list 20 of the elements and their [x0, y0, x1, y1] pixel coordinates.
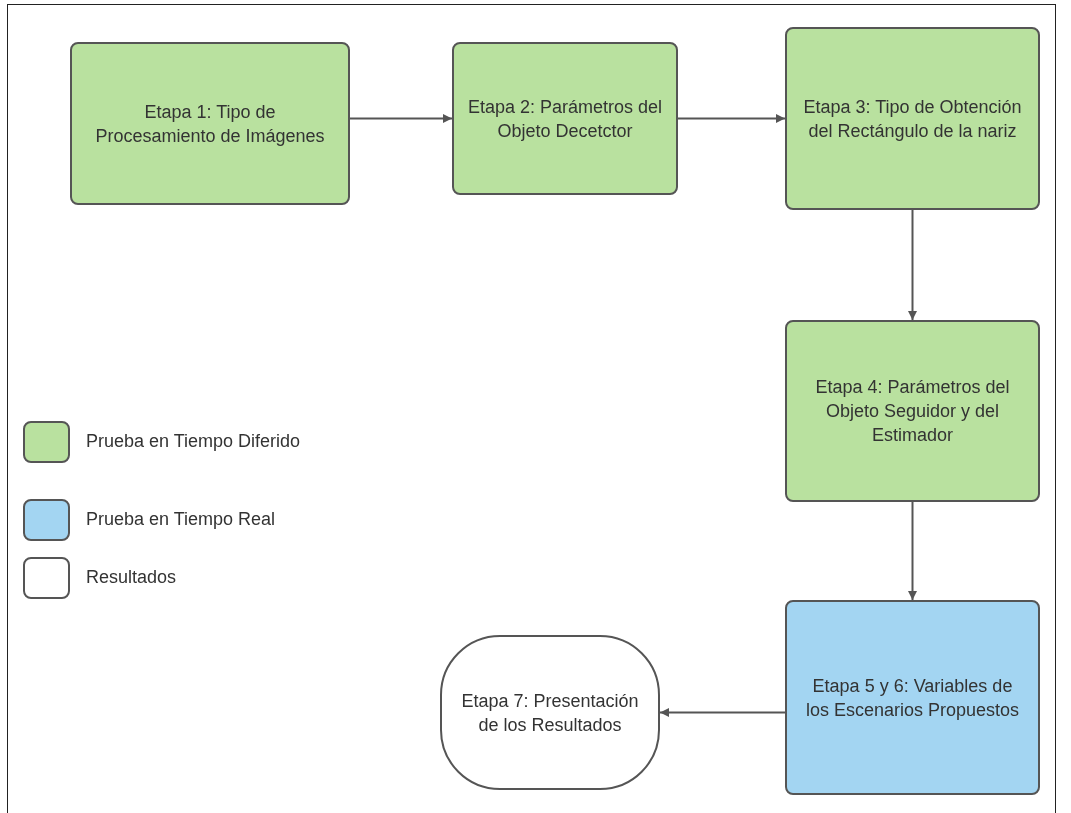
arrow [659, 708, 786, 717]
legend-label: Resultados [86, 567, 177, 588]
arrow [349, 114, 453, 123]
arrow [908, 501, 917, 601]
process-box [70, 42, 350, 205]
node-label: Etapa 7: Presentación de los Resultados [460, 689, 640, 737]
arrow [908, 209, 917, 321]
terminal-box [440, 635, 660, 790]
node-label: Etapa 4: Parámetros del Objeto Seguidor y del Estimador [814, 376, 1011, 447]
arrow [677, 114, 786, 123]
process-box [452, 42, 678, 195]
node-label: Etapa 3: Tipo de Obtención del Rectángulo de la nariz [802, 95, 1023, 143]
node-label: Etapa 5 y 6: Variables de los Escenarios Propuestos [804, 674, 1021, 722]
process-box [785, 320, 1040, 502]
node-label: Etapa 1: Tipo de Procesamiento de Imágenes [94, 100, 326, 148]
process-box [785, 600, 1040, 795]
node-label: Etapa 2: Parámetros del Objeto Decetctor [466, 95, 664, 143]
legend-label: Prueba en Tiempo Diferido [86, 431, 301, 452]
process-box [785, 27, 1040, 210]
legend-label: Prueba en Tiempo Real [86, 509, 276, 530]
